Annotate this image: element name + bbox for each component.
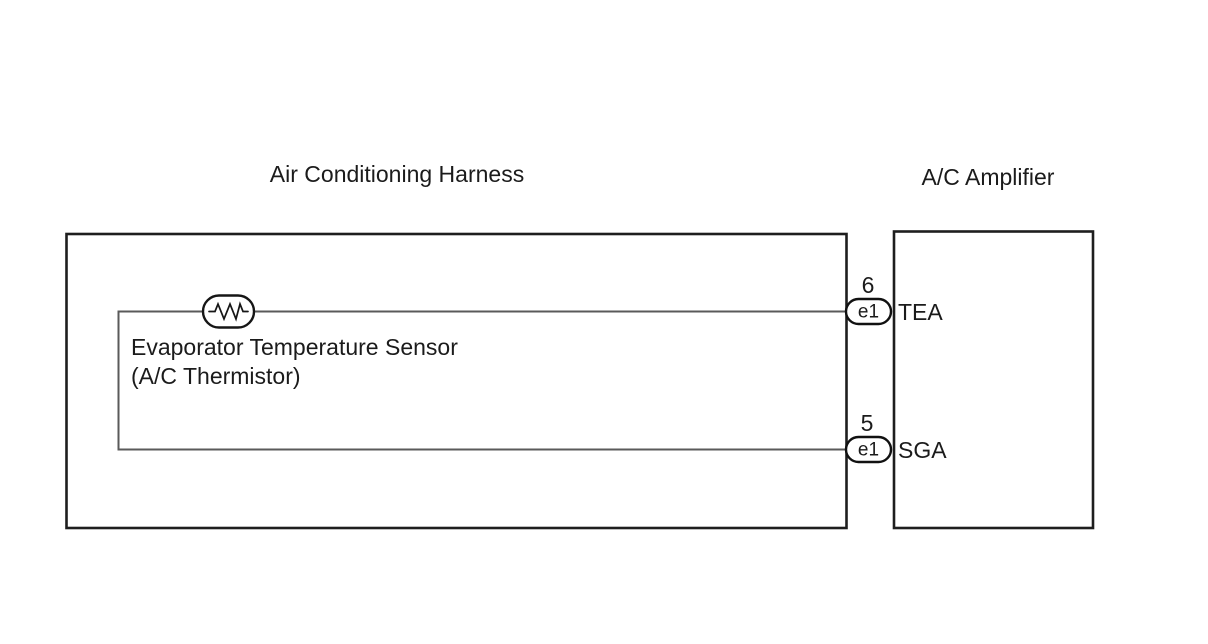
- sensor-circuit-wire: [117, 310, 848, 451]
- harness-box: [65, 232, 848, 530]
- amplifier-title: A/C Amplifier: [921, 164, 1055, 190]
- thermistor-resistor-icon: [201, 294, 256, 329]
- pin5-signal-label: SGA: [898, 437, 947, 463]
- amplifier-box: [892, 230, 1095, 530]
- connector-e1-pin5-oval: [844, 435, 893, 464]
- pin5-connector-id: e1: [857, 439, 880, 461]
- sensor-label-line2: (A/C Thermistor): [131, 363, 301, 389]
- harness-title: Air Conditioning Harness: [269, 161, 525, 187]
- connector-e1-pin6-oval: [844, 297, 893, 326]
- sensor-label-line1: Evaporator Temperature Sensor: [131, 334, 458, 360]
- pin6-connector-id: e1: [857, 301, 880, 323]
- pin6-number: 6: [861, 272, 875, 298]
- sensor-label: Evaporator Temperature Sensor (A/C Therm…: [131, 333, 458, 391]
- pin5-number: 5: [860, 410, 874, 436]
- pin6-signal-label: TEA: [898, 299, 943, 325]
